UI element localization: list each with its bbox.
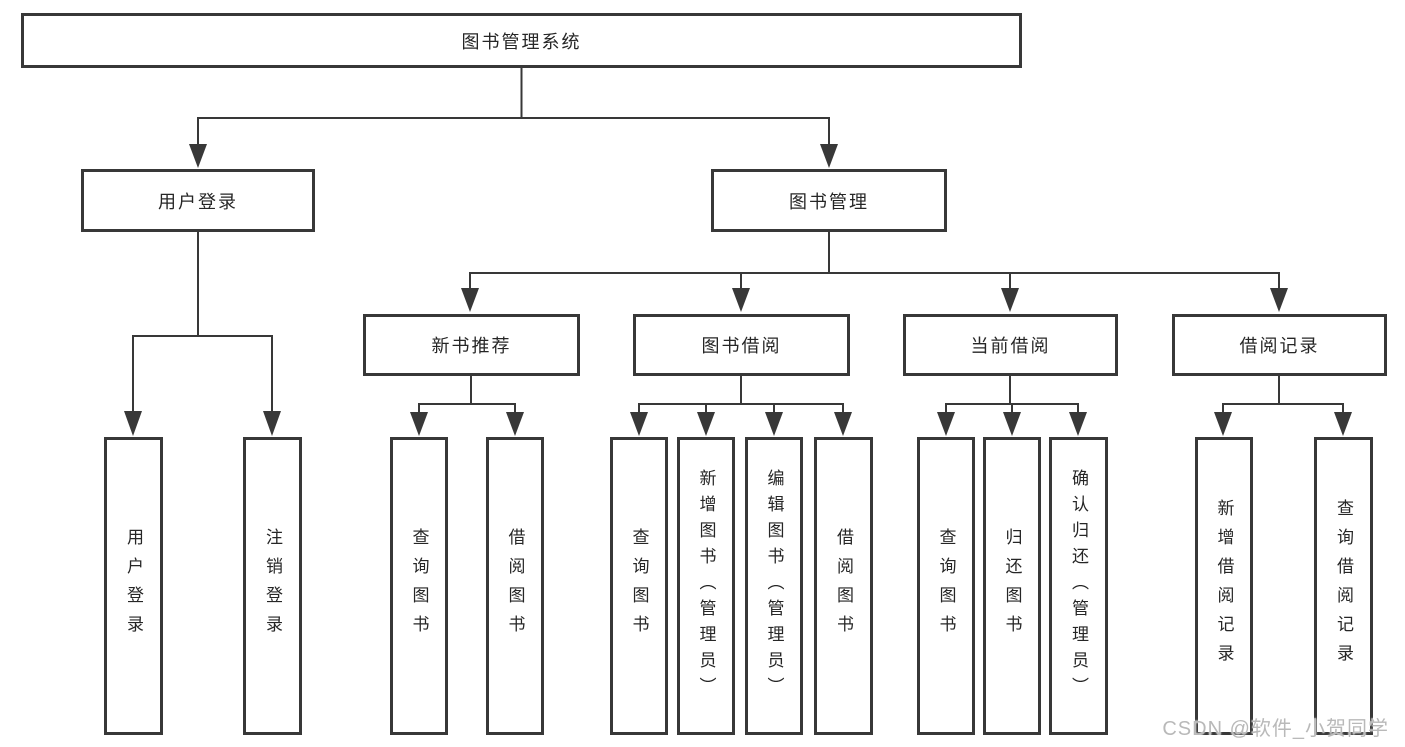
leaf-bb-query-books-label: 查询图书 xyxy=(629,528,649,644)
leaf-logout: 注销登录 xyxy=(243,437,302,735)
leaf-cb-confirm-return-label: 确认归还（管理员） xyxy=(1069,469,1088,703)
connector-book-mgmt-to-level3 xyxy=(461,232,1288,312)
leaf-cb-return-books-label: 归还图书 xyxy=(1002,528,1022,644)
leaf-cb-return-books: 归还图书 xyxy=(983,437,1041,735)
connector-new-book-rec-to-leaves xyxy=(410,376,524,436)
leaf-cb-query-books-label: 查询图书 xyxy=(936,528,956,644)
node-borrow-records: 借阅记录 xyxy=(1172,314,1387,376)
leaf-nb-borrow-books: 借阅图书 xyxy=(486,437,544,735)
leaf-bb-borrow-books-label: 借阅图书 xyxy=(834,528,853,644)
node-root-label: 图书管理系统 xyxy=(461,31,582,52)
leaf-logout-label: 注销登录 xyxy=(263,528,282,644)
connector-book-borrow-to-leaves xyxy=(630,376,852,436)
leaf-cb-confirm-return: 确认归还（管理员） xyxy=(1049,437,1108,735)
node-new-book-rec-label: 新书推荐 xyxy=(431,336,512,356)
node-current-borrow: 当前借阅 xyxy=(903,314,1118,376)
node-current-borrow-label: 当前借阅 xyxy=(970,336,1051,356)
node-book-borrow: 图书借阅 xyxy=(633,314,850,376)
node-new-book-rec: 新书推荐 xyxy=(363,314,580,376)
leaf-user-login: 用户登录 xyxy=(104,437,163,735)
connector-user-login-to-leaves xyxy=(124,232,281,436)
node-book-mgmt: 图书管理 xyxy=(711,169,947,232)
node-user-login: 用户登录 xyxy=(81,169,315,232)
leaf-bb-add-book: 新增图书（管理员） xyxy=(677,437,735,735)
node-book-borrow-label: 图书借阅 xyxy=(701,336,782,356)
connector-current-borrow-to-leaves xyxy=(937,376,1087,436)
leaf-nb-query-books-label: 查询图书 xyxy=(409,528,429,644)
leaf-bb-edit-book: 编辑图书（管理员） xyxy=(745,437,803,735)
leaf-br-query-record: 查询借阅记录 xyxy=(1314,437,1373,735)
leaf-br-add-record-label: 新增借阅记录 xyxy=(1214,499,1234,673)
leaf-bb-edit-book-label: 编辑图书（管理员） xyxy=(764,469,784,703)
csdn-watermark: CSDN @软件_小贺同学 xyxy=(1162,718,1389,740)
leaf-bb-add-book-label: 新增图书（管理员） xyxy=(696,469,716,703)
leaf-bb-borrow-books: 借阅图书 xyxy=(814,437,873,735)
node-book-mgmt-label: 图书管理 xyxy=(789,191,869,212)
leaf-br-query-record-label: 查询借阅记录 xyxy=(1334,499,1353,673)
leaf-nb-borrow-books-label: 借阅图书 xyxy=(505,528,525,644)
leaf-user-login-label: 用户登录 xyxy=(124,528,143,644)
leaf-nb-query-books: 查询图书 xyxy=(390,437,448,735)
leaf-bb-query-books: 查询图书 xyxy=(610,437,668,735)
node-root: 图书管理系统 xyxy=(21,13,1022,68)
connector-borrow-records-to-leaves xyxy=(1214,376,1352,436)
node-user-login-label: 用户登录 xyxy=(158,191,238,212)
leaf-cb-query-books: 查询图书 xyxy=(917,437,975,735)
leaf-br-add-record: 新增借阅记录 xyxy=(1195,437,1253,735)
connector-root-to-level2 xyxy=(189,68,838,168)
node-borrow-records-label: 借阅记录 xyxy=(1239,336,1320,356)
